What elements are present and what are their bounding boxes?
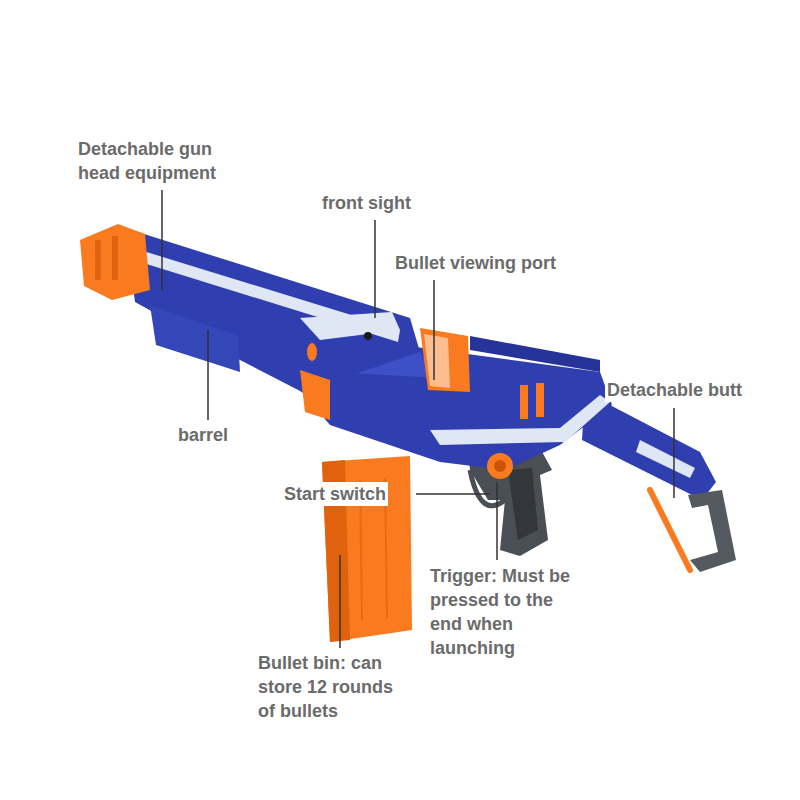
part-label: Bullet viewing port — [393, 251, 558, 275]
leader-line — [161, 190, 163, 290]
part-label: Detachable butt — [605, 378, 744, 402]
part-label: barrel — [176, 423, 230, 447]
leader-line — [339, 555, 341, 648]
leader-line — [673, 408, 675, 498]
stock — [582, 392, 736, 572]
part-label: Trigger: Must be pressed to the end when… — [428, 564, 572, 660]
leader-line — [433, 280, 435, 380]
part-label: Bullet bin: can store 12 rounds of bulle… — [256, 651, 415, 723]
leader-line — [416, 493, 490, 495]
part-label: Detachable gun head equipment — [76, 137, 240, 185]
leader-line — [374, 220, 376, 318]
leader-line — [207, 330, 209, 420]
part-label: Start switch — [282, 482, 388, 506]
muzzle — [80, 224, 150, 300]
leader-lines — [162, 190, 674, 648]
leader-line — [496, 482, 498, 560]
part-label: front sight — [320, 191, 413, 215]
